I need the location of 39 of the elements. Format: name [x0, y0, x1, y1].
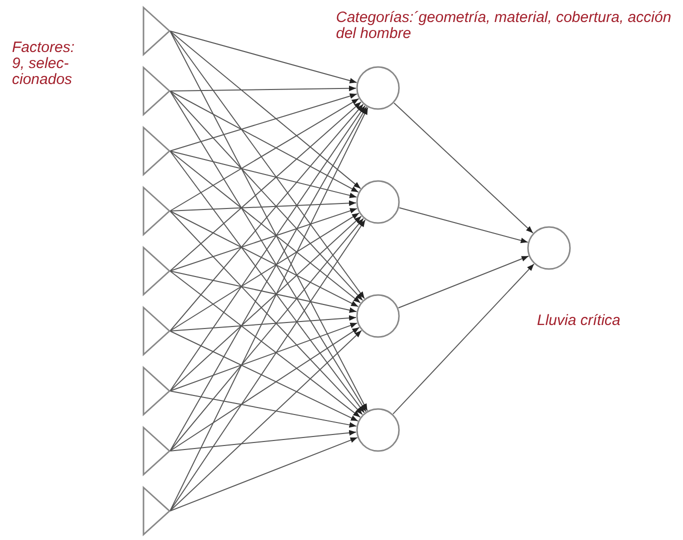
arrow: [170, 30, 365, 300]
arrow: [398, 256, 530, 308]
arrow: [170, 208, 358, 272]
arrow: [170, 90, 359, 193]
arrow: [170, 200, 357, 212]
arrow: [170, 270, 361, 418]
annotation-text: Lluvia crítica: [537, 313, 622, 329]
arrow: [170, 107, 368, 512]
arrow: [170, 212, 360, 332]
arrow: [170, 330, 362, 512]
arrow: [170, 330, 358, 422]
arrow: [170, 106, 368, 452]
arrow: [170, 437, 358, 512]
arrow: [170, 270, 357, 313]
arrow: [170, 104, 364, 332]
arrow: [170, 30, 358, 84]
arrow: [170, 86, 356, 92]
arrow: [170, 326, 360, 452]
arrow: [170, 430, 357, 452]
arrow: [392, 264, 534, 414]
arrow: [170, 98, 360, 212]
arrow: [170, 102, 362, 272]
arrow: [170, 150, 361, 304]
arrow: [170, 93, 358, 152]
arrow: [170, 390, 357, 428]
arrow: [170, 218, 364, 452]
arrow: [394, 102, 534, 234]
arrow: [170, 210, 359, 308]
arrow: [170, 150, 365, 414]
annotation-text: Categorías:´geometría, material, cobertura, acción del hombre: [336, 10, 672, 42]
arrow: [170, 315, 357, 332]
arrow: [170, 90, 364, 301]
arrow: [170, 30, 362, 190]
arrow: [398, 207, 528, 244]
arrow: [170, 219, 366, 512]
arrow: [170, 322, 358, 392]
arrow: [170, 150, 358, 198]
arrow: [170, 30, 368, 412]
annotation-text: Factores: 9, selec-cionados: [12, 40, 76, 88]
